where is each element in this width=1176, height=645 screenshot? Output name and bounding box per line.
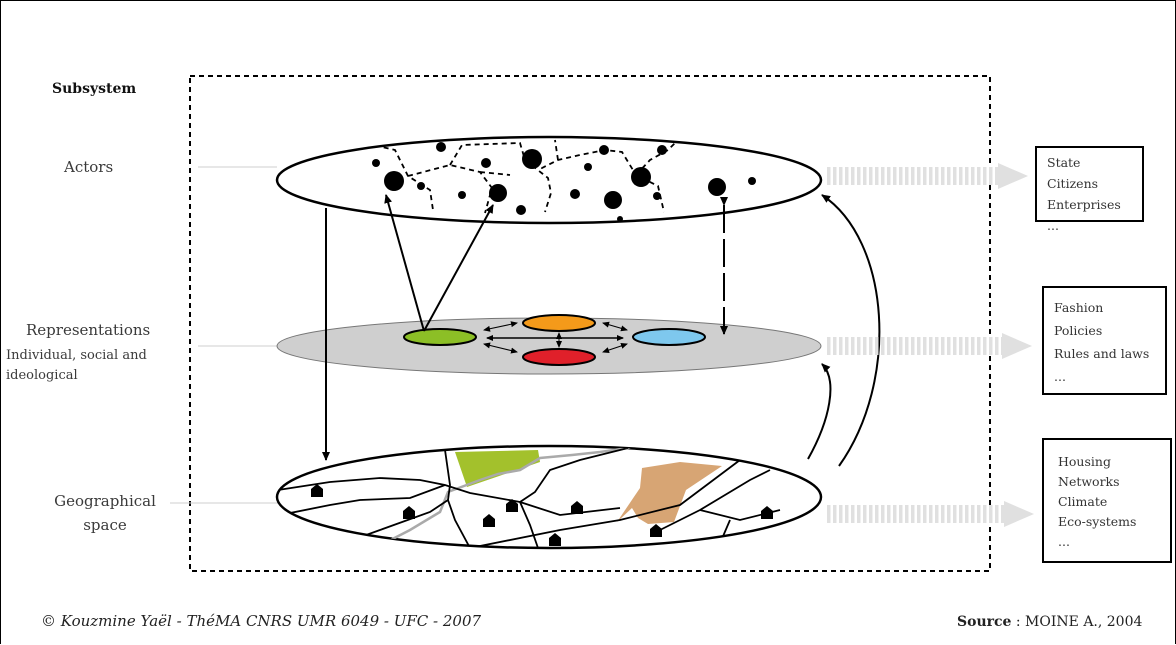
- box-item: ...: [1047, 218, 1059, 233]
- actor-dot: [489, 184, 507, 202]
- geographical-space-plane: [275, 444, 823, 550]
- actors-box: State Citizens Enterprises ...: [1035, 146, 1144, 233]
- representations-sublabel: Individual, social and ideological: [6, 348, 147, 383]
- box-item: Climate: [1058, 494, 1108, 509]
- box-item: Enterprises: [1047, 197, 1121, 212]
- outward-arrow: [827, 501, 1034, 527]
- actor-dot: [384, 171, 404, 191]
- box-item: Policies: [1054, 323, 1103, 338]
- representations-label: Representations: [26, 321, 151, 339]
- box-item: Rules and laws: [1054, 346, 1150, 361]
- house-icon: [506, 499, 518, 512]
- arrow-repr-to-actor-1: [384, 194, 425, 332]
- box-item: Housing: [1058, 454, 1111, 469]
- arrow-geo-to-actors: [821, 194, 881, 467]
- box-item: Networks: [1058, 474, 1120, 489]
- geographical-space-box: Housing Networks Climate Eco-systems ...: [1042, 438, 1172, 563]
- box-item: ...: [1058, 534, 1070, 549]
- copyright-credit: © Kouzmine Yaël - ThéMA CNRS UMR 6049 - …: [41, 612, 482, 630]
- house-icon: [761, 506, 773, 519]
- box-item: ...: [1054, 369, 1066, 384]
- representation-red: [522, 348, 596, 366]
- house-icon: [571, 501, 583, 514]
- house-icon: [403, 506, 415, 519]
- actor-dot: [522, 149, 542, 169]
- box-item: Citizens: [1047, 176, 1099, 191]
- representation-green: [403, 328, 477, 346]
- actor-dot: [631, 167, 651, 187]
- house-icon: [650, 524, 662, 537]
- source-label: Source: [957, 614, 1012, 630]
- box-item: Fashion: [1054, 300, 1104, 315]
- source-credit: Source : MOINE A., 2004: [957, 614, 1142, 630]
- representation-blue: [632, 328, 706, 346]
- box-item: State: [1047, 155, 1081, 170]
- subsystem-title: Subsystem: [52, 81, 137, 97]
- representation-orange: [522, 314, 596, 332]
- actors-plane: [275, 135, 823, 225]
- house-icon: [311, 484, 323, 497]
- representations-plane: [276, 314, 822, 375]
- source-text: : MOINE A., 2004: [1011, 614, 1143, 630]
- arrow-geo-to-repr: [807, 363, 832, 460]
- arrow-repr-to-actor-2: [423, 204, 494, 332]
- representations-box: Fashion Policies Rules and laws ...: [1042, 286, 1167, 395]
- house-icon: [549, 533, 561, 546]
- geographical-space-label: Geographical space: [54, 492, 156, 534]
- green-area: [455, 450, 540, 487]
- actors-label: Actors: [64, 158, 114, 176]
- box-item: Eco-systems: [1058, 514, 1137, 529]
- outward-arrow: [827, 333, 1032, 359]
- actor-dot: [708, 178, 726, 196]
- actor-dot: [604, 191, 622, 209]
- outward-arrow: [827, 163, 1028, 189]
- subsystem-boundary: [189, 75, 991, 572]
- tan-area: [617, 462, 722, 524]
- river: [374, 446, 647, 548]
- house-icon: [483, 514, 495, 527]
